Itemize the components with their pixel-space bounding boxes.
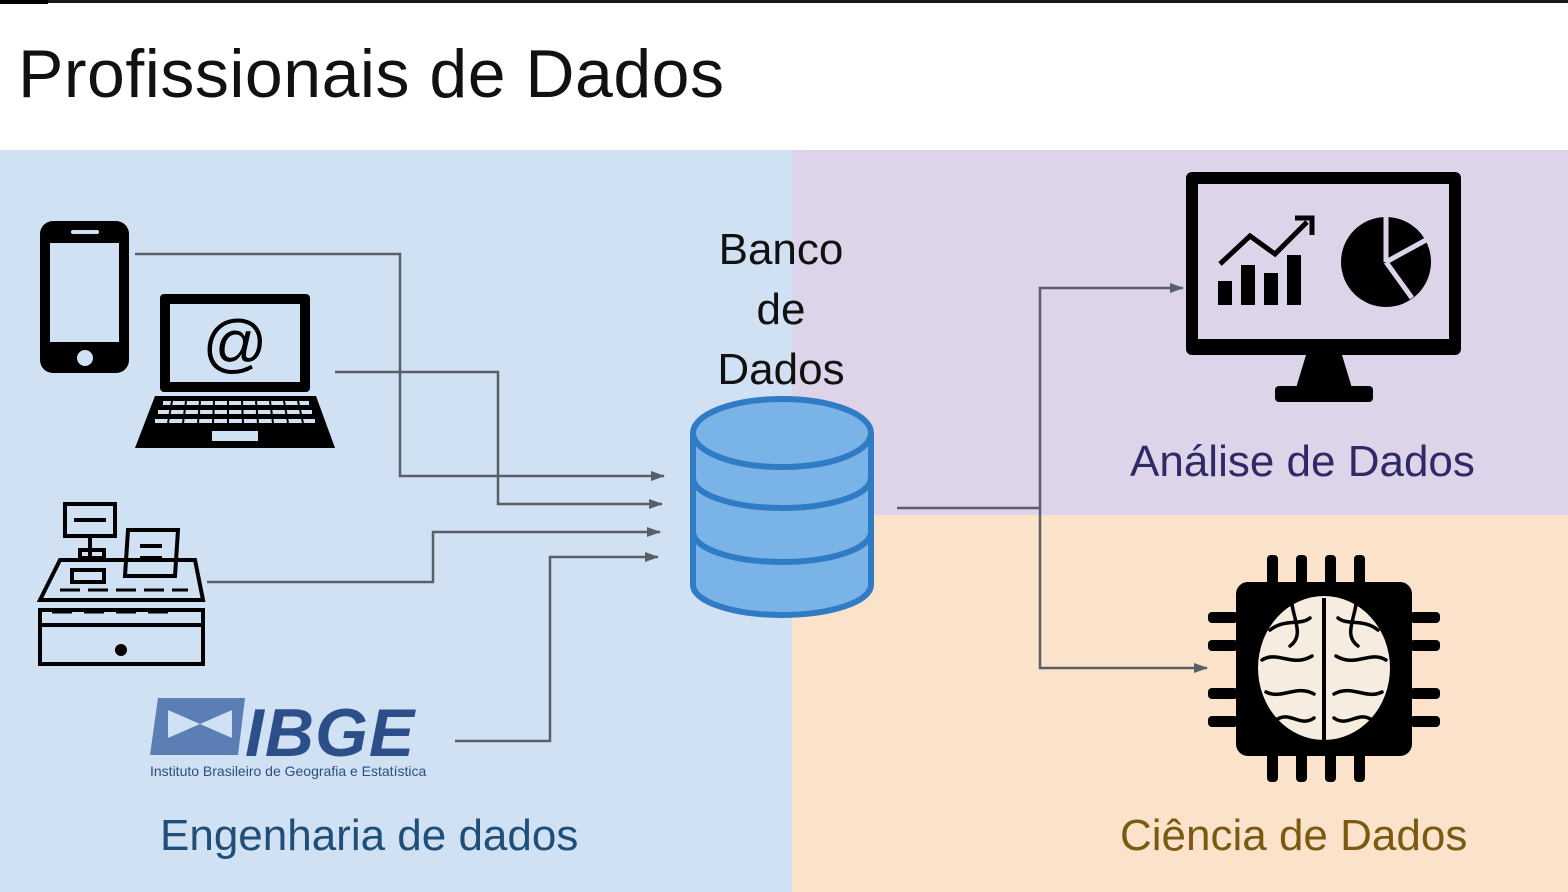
ibge-subtitle: Instituto Brasileiro de Geografia e Esta… — [150, 763, 427, 779]
arrow-ibge-to-db — [455, 552, 659, 743]
database-label: Banco de Dados — [690, 220, 872, 400]
ibge-wordmark: IBGE — [245, 695, 417, 771]
dashboard-monitor-icon — [1186, 172, 1461, 402]
flow-arrows — [135, 252, 1208, 743]
laptop-icon: @ — [135, 294, 335, 448]
engenharia-region — [0, 150, 792, 892]
slide-title: Profissionais de Dados — [18, 36, 725, 112]
analise-label: Análise de Dados — [1130, 437, 1475, 486]
engenharia-label: Engenharia de dados — [160, 811, 579, 860]
ciencia-region — [792, 515, 1568, 892]
smartphone-icon — [40, 221, 129, 373]
laptop-at-symbol: @ — [203, 307, 268, 379]
top-border — [0, 0, 1568, 4]
arrow-db-to-analise — [1038, 283, 1184, 508]
cash-register-icon — [36, 502, 206, 666]
database-icon — [690, 396, 874, 618]
database-label-line3: Dados — [717, 345, 845, 394]
ibge-logo: IBGE — [150, 695, 417, 771]
arrow-phone-to-db — [135, 252, 665, 481]
arrow-laptop-to-db — [335, 370, 663, 509]
database-label-line2: de — [756, 285, 806, 334]
ciencia-label: Ciência de Dados — [1120, 811, 1468, 860]
ai-brain-chip-icon — [1208, 555, 1440, 782]
database-label-line1: Banco — [718, 225, 844, 274]
arrow-register-to-db — [207, 527, 661, 584]
arrow-db-to-ciencia — [1038, 508, 1208, 673]
